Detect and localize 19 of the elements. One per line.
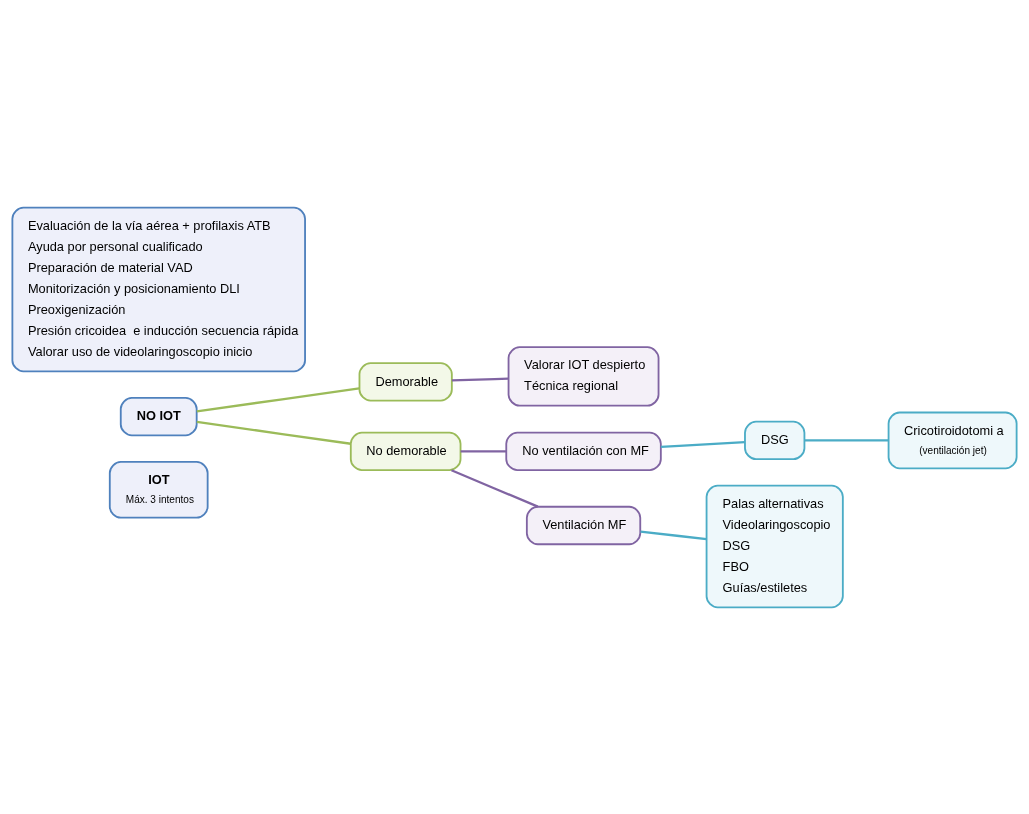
connector bbox=[660, 440, 745, 448]
connector bbox=[460, 449, 507, 453]
connector bbox=[451, 377, 509, 382]
node-box: DSG bbox=[744, 420, 806, 460]
node-box: Ventilación MF bbox=[525, 505, 642, 545]
connector bbox=[804, 438, 889, 442]
connector bbox=[196, 420, 351, 445]
connector bbox=[451, 468, 539, 508]
node-box: No demorable bbox=[349, 431, 462, 471]
node-box: No ventilación con MF bbox=[505, 431, 662, 471]
node-box: IOT Máx. 3 intentos bbox=[108, 460, 209, 519]
connector bbox=[640, 530, 707, 540]
node-box: Cricotiroidotomi a (ventilación jet) bbox=[887, 411, 1018, 469]
node-box: Demorable bbox=[358, 361, 453, 402]
node-box: Valorar IOT despierto Técnica regional bbox=[507, 345, 660, 407]
node-box: Palas alternativas Videolaringoscopio DSG FBO Guías/estiletes bbox=[705, 484, 844, 608]
connector bbox=[196, 386, 360, 412]
node-box: NO IOT bbox=[119, 396, 198, 436]
node-box: Evaluación de la vía aérea + profilaxis ATB Ayuda por personal cualificado Preparación de material VAD Monitorización y posicionamiento DLI Preoxigenización Presión cricoidea e inducción secuencia rápida Valorar uso de videolaringoscopio inicio bbox=[11, 206, 306, 372]
